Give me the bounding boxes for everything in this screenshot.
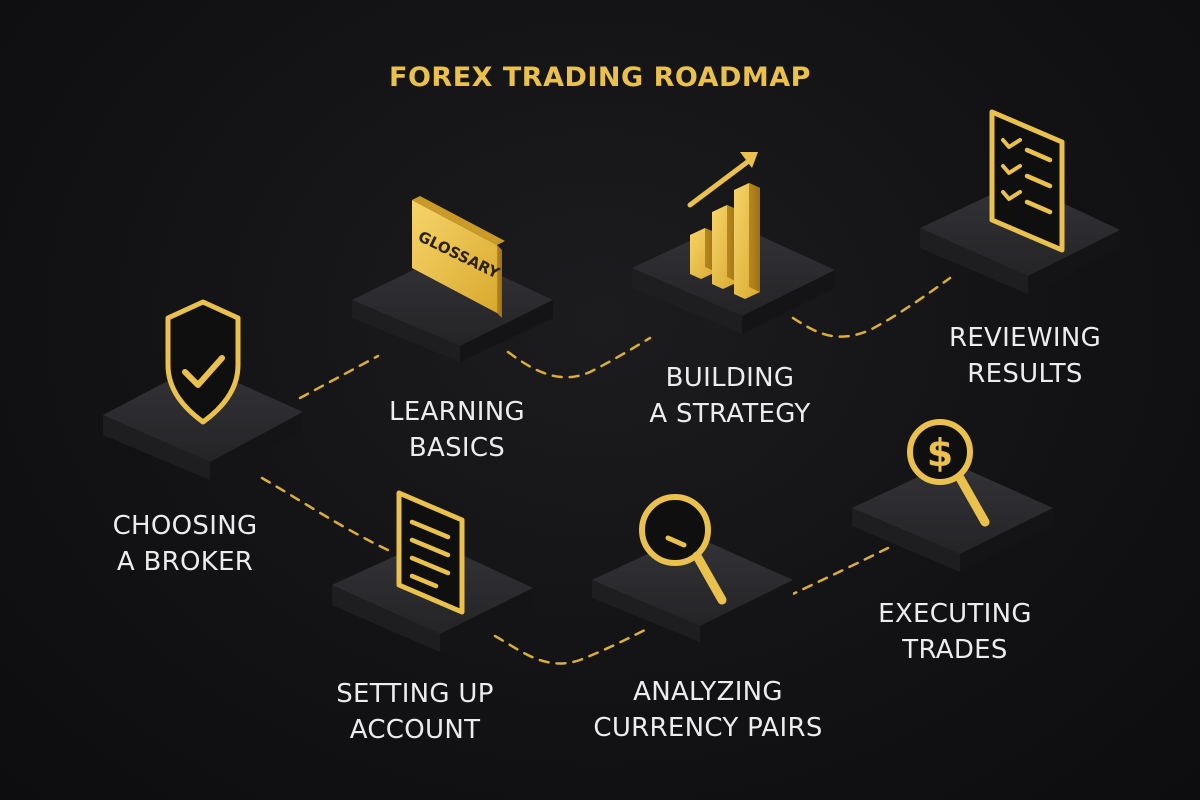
step-label-executing-trades: EXECUTING TRADES: [878, 599, 1032, 665]
step-label-analyzing-currency-pairs: ANALYZING CURRENCY PAIRS: [593, 677, 823, 743]
platform-analyzing-currency-pairs: [592, 534, 793, 642]
checklist-icon: [989, 109, 1065, 253]
page-title: FOREX TRADING ROADMAP: [389, 62, 811, 93]
connector-learning-strategy: [506, 336, 652, 379]
shield-check-icon: [165, 299, 241, 425]
platform-executing-trades: [852, 462, 1053, 572]
step-label-reviewing-results: REVIEWING RESULTS: [948, 323, 1102, 389]
connector-account-analyzing: [493, 628, 647, 665]
connectors: [260, 276, 952, 665]
glossary-book-icon: GLOSSARY: [412, 196, 505, 318]
platform-learning-basics: [352, 252, 553, 362]
dollar-icon-text: $: [927, 431, 953, 475]
step-label-building-a-strategy: BUILDING A STRATEGY: [649, 363, 811, 429]
step-label-setting-up-account: SETTING UP ACCOUNT: [336, 679, 494, 745]
step-label-learning-basics: LEARNING BASICS: [389, 397, 525, 463]
connector-strategy-reviewing: [791, 276, 952, 338]
magnifier-icon: [639, 494, 727, 605]
connector-broker-learning: [298, 354, 380, 400]
step-label-choosing-a-broker: CHOOSING A BROKER: [112, 511, 258, 577]
document-icon: [396, 490, 465, 615]
dollar-magnifier-icon: $: [907, 419, 990, 527]
connector-analyzing-executing: [740, 546, 890, 620]
bar-chart-growth-icon: [687, 152, 760, 299]
connector-broker-account: [260, 476, 394, 554]
